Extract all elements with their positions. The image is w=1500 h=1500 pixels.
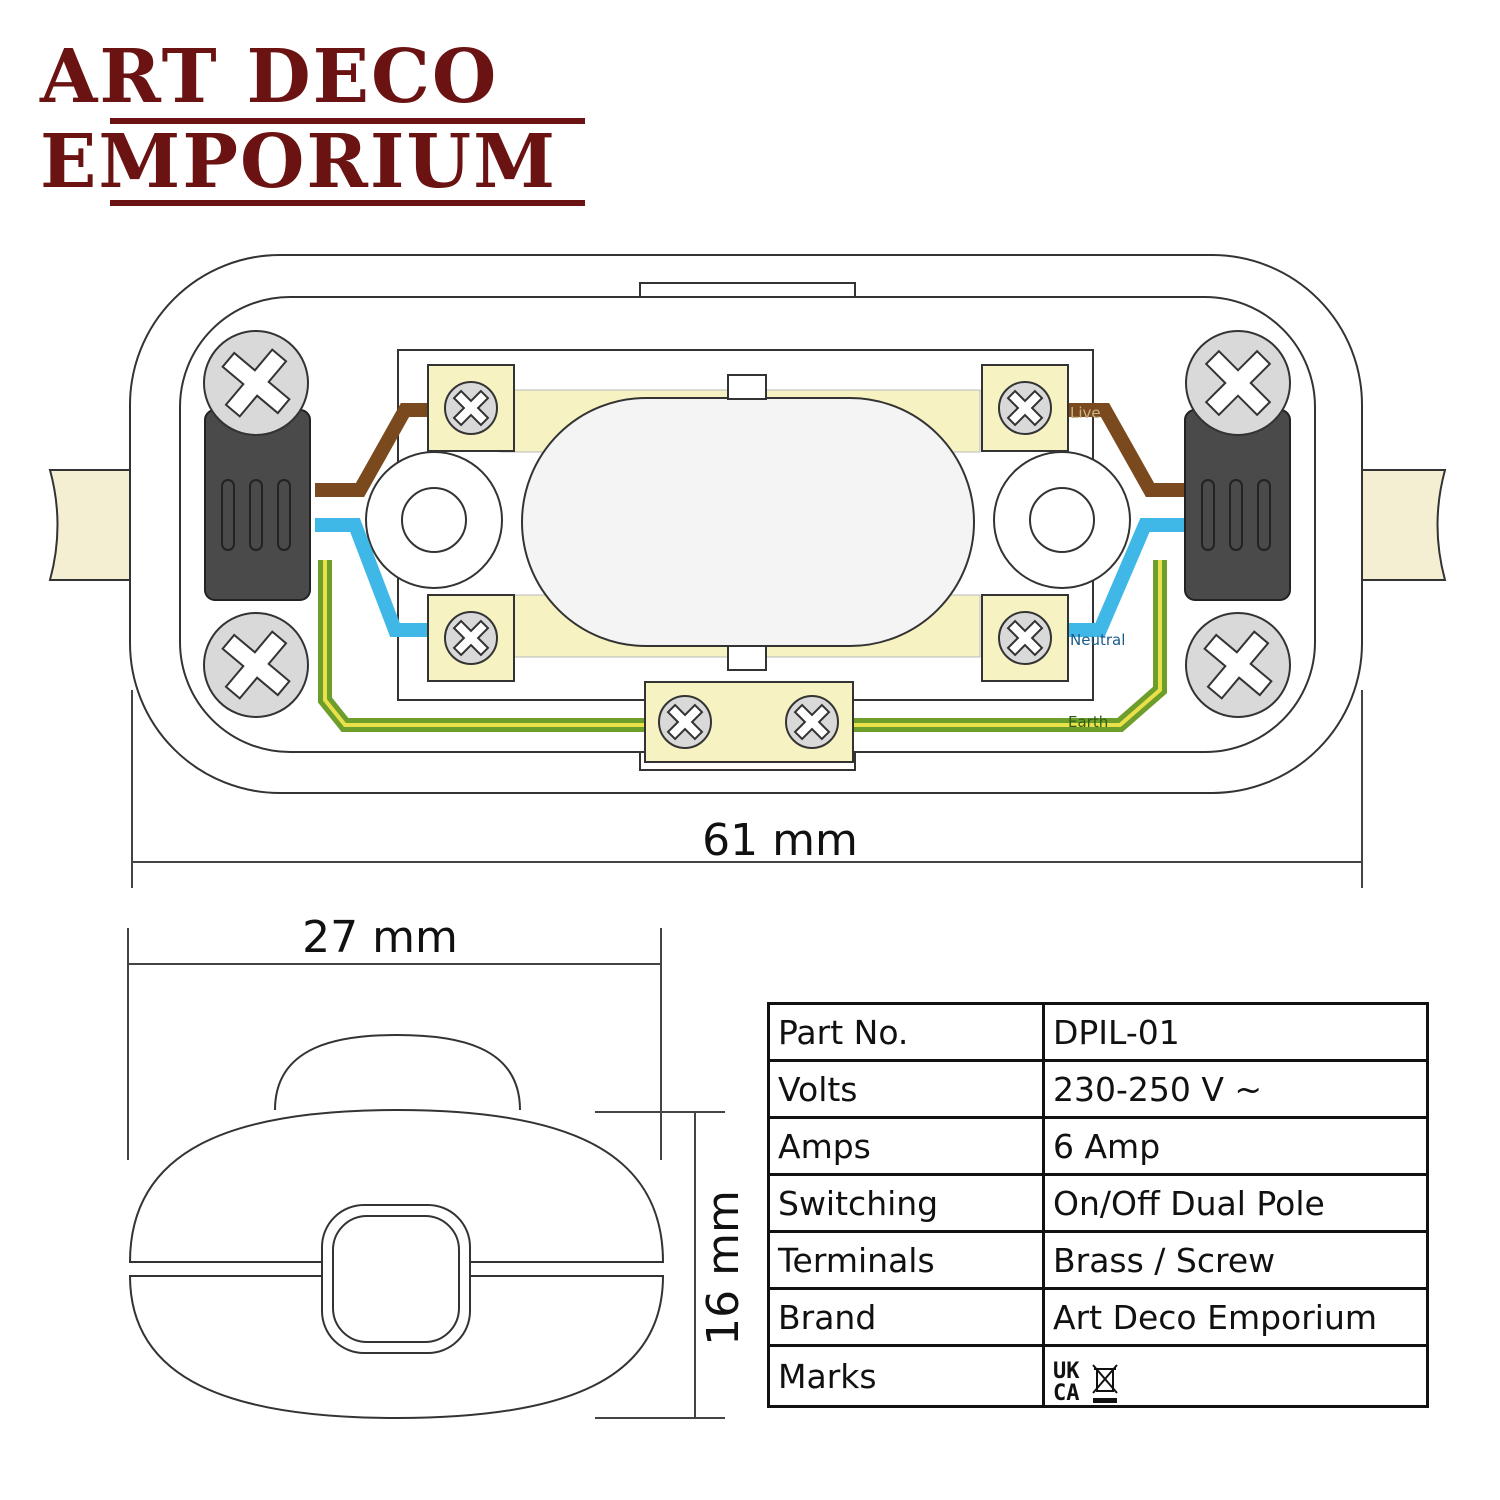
side-view-top (128, 1108, 665, 1263)
neutral-wire-right (1060, 518, 1185, 637)
neutral-wire-left (315, 518, 440, 637)
spec-label: Switching (767, 1173, 1045, 1233)
spec-label: Terminals (767, 1230, 1045, 1290)
logo-rule-bottom (110, 200, 585, 206)
wire-label-earth: Earth (1068, 713, 1108, 731)
cable-clamp-right (1184, 409, 1291, 601)
cable-clamp-left (204, 409, 311, 601)
spec-value: Brass / Screw (1042, 1230, 1429, 1290)
crossed-out-bin-icon (1091, 1364, 1118, 1403)
rocker-button (521, 397, 975, 647)
live-wire-left (315, 403, 440, 497)
brand-logo-line-1: ART DECO (40, 34, 499, 120)
spec-row: Part No.DPIL-01 (767, 1002, 1429, 1062)
side-view-rocker (274, 1033, 521, 1111)
spec-label: Brand (767, 1287, 1045, 1347)
spec-label: Part No. (767, 1002, 1045, 1062)
spec-label: Marks (767, 1344, 1045, 1408)
spec-label: Amps (767, 1116, 1045, 1176)
side-view-cable-port (321, 1204, 471, 1354)
brand-logo-line-2: EMPORIUM (40, 119, 557, 205)
logo-rule-top (110, 118, 585, 124)
wire-label-neutral: Neutral (1070, 631, 1125, 649)
spec-label: Volts (767, 1059, 1045, 1119)
spec-value: DPIL-01 (1042, 1002, 1429, 1062)
spec-value: Art Deco Emporium (1042, 1287, 1429, 1347)
spec-value: 230-250 V ~ (1042, 1059, 1429, 1119)
spec-value: On/Off Dual Pole (1042, 1173, 1429, 1233)
wire-label-live: Live (1070, 404, 1101, 422)
dim-height: 16 mm (698, 1190, 749, 1346)
live-wire-right (1060, 403, 1185, 497)
dim-width: 27 mm (302, 912, 458, 963)
spec-value: 6 Amp (1042, 1116, 1429, 1176)
dim-length: 61 mm (702, 815, 858, 866)
